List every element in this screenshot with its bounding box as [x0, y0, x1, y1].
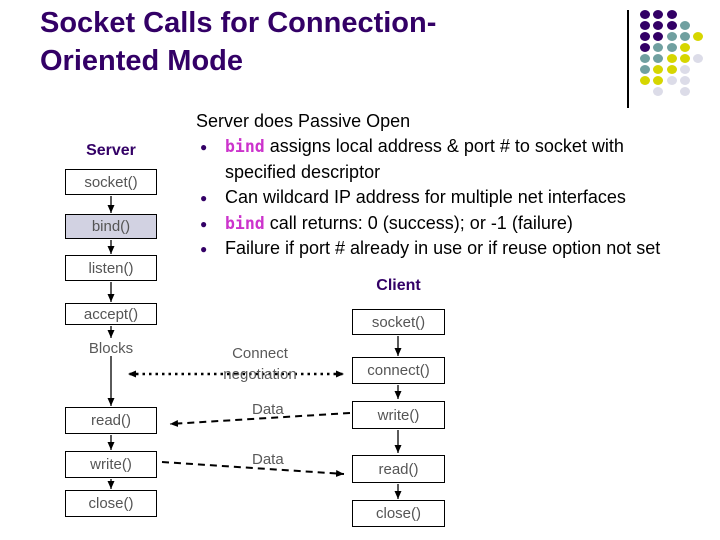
bullet-content: Server does Passive Open bind assigns lo…	[196, 109, 688, 263]
decoration-dot	[679, 32, 690, 41]
server-socket-box: socket()	[65, 169, 157, 195]
client-read-box: read()	[352, 455, 445, 483]
server-write-box: write()	[65, 451, 157, 478]
decoration-dot	[653, 87, 664, 96]
decoration-dot	[666, 32, 677, 41]
data-label-top: Data	[252, 401, 284, 418]
bullet-item: Can wildcard IP address for multiple net…	[196, 185, 688, 212]
data-label-bottom: Data	[252, 451, 284, 468]
decoration-dot	[640, 10, 650, 19]
decoration-dot	[640, 43, 650, 52]
slide-title: Socket Calls for Connection- Oriented Mo…	[40, 4, 620, 80]
decoration-dot	[640, 54, 650, 63]
blocks-label: Blocks	[88, 340, 134, 357]
decoration-dot	[679, 76, 690, 85]
decoration-dot	[653, 43, 664, 52]
decoration-dot	[679, 43, 690, 52]
client-connect-box: connect()	[352, 357, 445, 384]
decoration-dot	[679, 54, 690, 63]
connect-negotiation-label: Connect negotiation	[223, 345, 297, 383]
server-bind-box: bind()	[65, 214, 157, 239]
bullet-item: Failure if port # already in use or if r…	[196, 236, 688, 263]
content-heading: Server does Passive Open	[196, 111, 411, 131]
client-close-box: close()	[352, 500, 445, 527]
client-write-box: write()	[352, 401, 445, 429]
bullet-text: Can wildcard IP address for multiple net…	[225, 187, 626, 208]
bullet-item: bind call returns: 0 (success); or -1 (f…	[196, 211, 688, 238]
decoration-dot	[693, 32, 704, 41]
decoration-dot	[666, 43, 677, 52]
decoration-dot	[640, 76, 650, 85]
client-column-label: Client	[376, 277, 421, 294]
decoration-dot	[679, 65, 690, 74]
decoration-dot	[653, 54, 664, 63]
decoration-divider-line	[627, 10, 629, 108]
decoration-dot	[653, 65, 664, 74]
decoration-dot	[640, 65, 650, 74]
decoration-dot	[679, 87, 690, 96]
server-close-box: close()	[65, 490, 157, 517]
decoration-dot	[640, 32, 650, 41]
decoration-dot	[640, 21, 650, 30]
decoration-dot	[666, 65, 677, 74]
bullet-text: Failure if port # already in use or if r…	[225, 238, 661, 259]
server-accept-box: accept()	[65, 303, 157, 325]
decoration-dot	[653, 32, 664, 41]
server-read-box: read()	[65, 407, 157, 434]
bullet-item: bind assigns local address & port # to s…	[196, 134, 688, 185]
bullet-text: assigns local address & port # to socket…	[225, 136, 624, 182]
decoration-dot	[679, 21, 690, 30]
keyword-text: bind	[225, 137, 265, 157]
decoration-dot	[666, 21, 677, 30]
decoration-dot	[666, 10, 677, 19]
decoration-dot	[653, 10, 664, 19]
server-column-label: Server	[86, 142, 136, 159]
decoration-dot	[666, 54, 677, 63]
bullet-list: bind assigns local address & port # to s…	[196, 134, 688, 263]
client-socket-box: socket()	[352, 309, 445, 335]
decoration-dot	[693, 54, 704, 63]
slide-title-line1: Socket Calls for Connection-	[40, 7, 437, 39]
decoration-dots	[640, 10, 720, 110]
server-listen-box: listen()	[65, 255, 157, 281]
slide-title-line2: Oriented Mode	[40, 45, 244, 77]
bullet-text: call returns: 0 (success); or -1 (failur…	[264, 212, 573, 233]
decoration-dot	[666, 76, 677, 85]
keyword-text: bind	[225, 213, 265, 233]
decoration-dot	[653, 76, 664, 85]
decoration-dot	[653, 21, 664, 30]
